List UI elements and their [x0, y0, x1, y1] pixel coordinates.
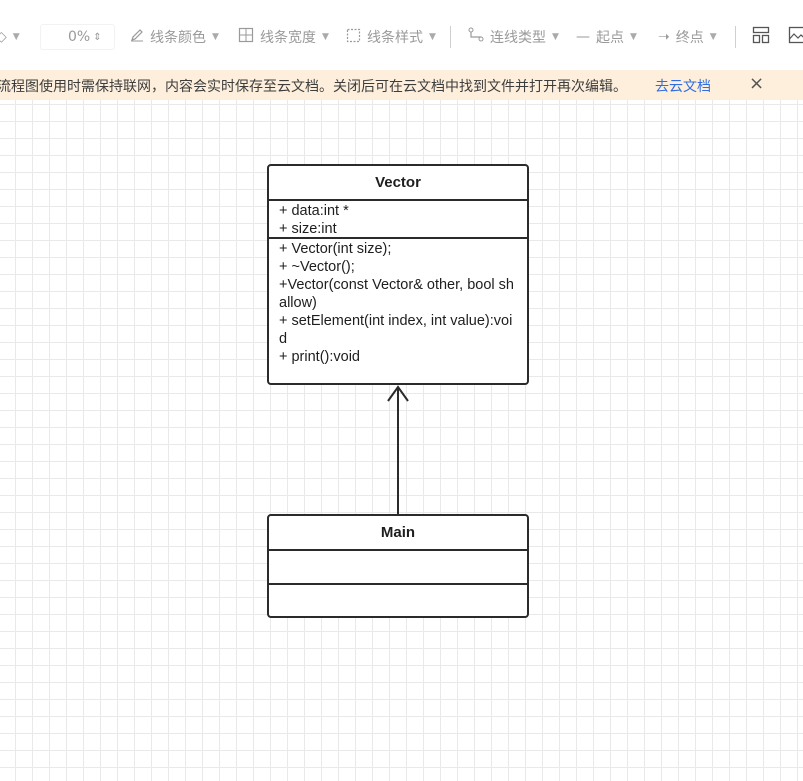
start-point-label: 起点: [596, 30, 624, 46]
layout-icon: [752, 26, 770, 48]
line-width-dropdown[interactable]: 线条宽度 ▼: [238, 26, 329, 48]
toolbar: ◇▼ 0%⇕ 线条颜色▼ 线条宽度▼ 线条样式▼ 连线类型▼ — 起点▼ ➝ 终…: [0, 0, 803, 71]
go-to-cloud-docs-link[interactable]: 去云文档: [655, 79, 711, 95]
method-line: + print():void: [279, 349, 360, 365]
chevron-down-icon: ▼: [429, 32, 436, 42]
diagram-canvas[interactable]: Vector + data:int * + size:int + Vector(…: [0, 100, 803, 781]
stepper-arrows-icon[interactable]: ⇕: [93, 31, 102, 43]
attribute-line: + data:int *: [279, 203, 349, 219]
cloud-save-notice: 流程图使用时需保持联网，内容会实时保存至云文档。关闭后可在云文档中找到文件并打开…: [0, 70, 803, 100]
fill-dropdown[interactable]: ◇▼: [0, 26, 20, 48]
chevron-down-icon: ▼: [12, 32, 20, 42]
line-color-dropdown[interactable]: 线条颜色 ▼: [130, 26, 219, 48]
main-methods: [269, 585, 527, 616]
connector-type-label: 连线类型: [490, 30, 546, 46]
connector-icon: [468, 27, 484, 47]
line-style-label: 线条样式: [367, 30, 423, 46]
main-class-box[interactable]: Main: [267, 514, 529, 618]
image-button[interactable]: [788, 26, 803, 48]
toolbar-divider: [450, 26, 451, 48]
opacity-value-text: 0%: [68, 29, 91, 45]
chevron-down-icon: ▼: [709, 32, 717, 42]
method-line: + ~Vector();: [279, 259, 355, 275]
start-point-dropdown[interactable]: — 起点 ▼: [576, 26, 637, 48]
vector-class-title: Vector: [269, 166, 527, 201]
close-icon[interactable]: ×: [749, 73, 765, 94]
line-style-dropdown[interactable]: 线条样式 ▼: [346, 26, 436, 48]
end-point-label: 终点: [675, 30, 704, 46]
toolbar-divider: [735, 26, 736, 48]
arrow-right-icon: ➝: [658, 29, 670, 45]
chevron-down-icon: ▼: [630, 32, 637, 42]
notice-message: 流程图使用时需保持联网，内容会实时保存至云文档。关闭后可在云文档中找到文件并打开…: [0, 79, 627, 95]
dashed-square-icon: [346, 28, 361, 47]
opacity-stepper[interactable]: [40, 24, 115, 50]
method-line: + Vector(int size);: [279, 241, 392, 257]
line-color-label: 线条颜色: [150, 30, 206, 46]
layout-button[interactable]: [752, 26, 770, 48]
image-icon: [788, 26, 803, 48]
vector-methods: + Vector(int size); + ~Vector(); +Vector…: [269, 239, 527, 383]
method-line: + setElement(int index, int value):void: [279, 313, 513, 347]
vector-class-box[interactable]: Vector + data:int * + size:int + Vector(…: [267, 164, 529, 385]
chevron-down-icon: ▼: [212, 32, 219, 42]
opacity-value: 0%⇕: [68, 26, 102, 48]
fill-icon: ◇: [0, 29, 7, 45]
end-point-dropdown[interactable]: ➝ 终点 ▼: [658, 26, 717, 48]
connector-type-dropdown[interactable]: 连线类型 ▼: [468, 26, 559, 48]
attribute-line: + size:int: [279, 221, 337, 237]
pencil-icon: [130, 28, 144, 46]
chevron-down-icon: ▼: [552, 32, 559, 42]
grid-icon: [238, 27, 254, 47]
chevron-down-icon: ▼: [322, 32, 329, 42]
main-class-title: Main: [269, 516, 527, 551]
line-width-label: 线条宽度: [260, 30, 316, 46]
main-attributes: [269, 551, 527, 585]
method-line: +Vector(const Vector& other, bool shallo…: [279, 277, 514, 311]
vector-attributes: + data:int * + size:int: [269, 201, 527, 239]
line-start-icon: —: [576, 29, 590, 45]
